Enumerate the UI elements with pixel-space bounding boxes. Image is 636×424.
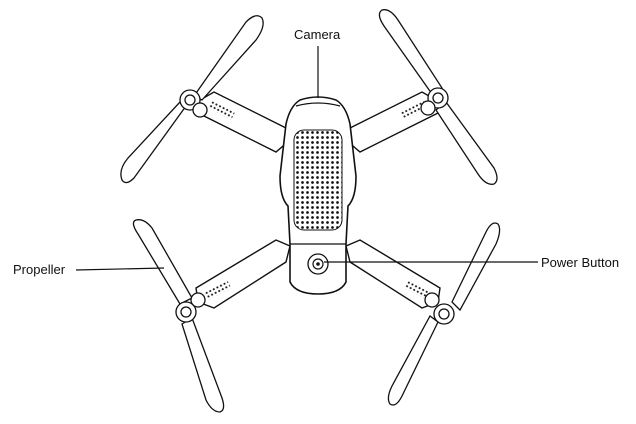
propeller-label: Propeller — [13, 262, 66, 277]
camera-label: Camera — [294, 27, 341, 42]
motor-rear-right — [424, 292, 440, 308]
arm-rear-left — [195, 239, 291, 309]
motor-front-right — [420, 100, 436, 116]
drone-body — [279, 96, 357, 295]
top-vent-grille — [293, 129, 343, 231]
propeller-rear-right — [387, 222, 501, 406]
propeller-rear-left — [132, 219, 225, 413]
propeller-front-left — [120, 15, 264, 184]
motor-front-left — [192, 102, 208, 118]
propeller-front-right — [378, 9, 498, 185]
arm-front-left — [195, 91, 291, 153]
power-button-label: Power Button — [541, 255, 620, 270]
motor-rear-left — [190, 292, 206, 308]
propeller-leader-line — [75, 267, 165, 271]
